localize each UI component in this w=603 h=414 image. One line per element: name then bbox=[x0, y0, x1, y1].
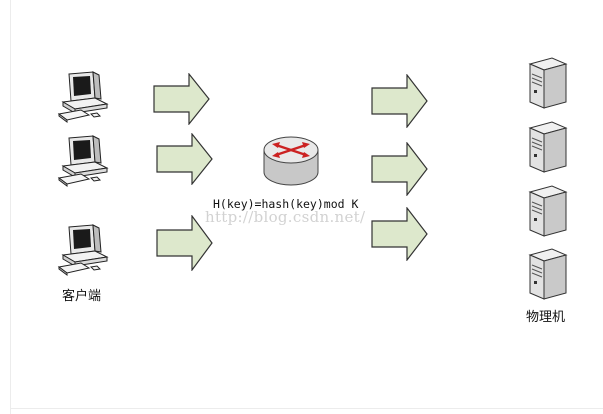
server-tower-icon bbox=[528, 185, 568, 237]
client-computer-1 bbox=[57, 71, 109, 123]
router-icon bbox=[263, 136, 319, 186]
server-tower-icon bbox=[528, 57, 568, 109]
desktop-computer-icon bbox=[57, 224, 109, 276]
physical-server-2 bbox=[528, 121, 568, 173]
server-tower-icon bbox=[528, 121, 568, 173]
client-computer-2 bbox=[57, 135, 109, 187]
desktop-computer-icon bbox=[57, 135, 109, 187]
hash-formula: H(key)=hash(key)mod K bbox=[213, 197, 359, 211]
physical-server-1 bbox=[528, 57, 568, 109]
physical-server-4 bbox=[528, 248, 568, 300]
client-label: 客户端 bbox=[62, 289, 102, 304]
hash-router bbox=[263, 136, 319, 186]
server-tower-icon bbox=[528, 248, 568, 300]
router-to-server-arrow-1 bbox=[371, 74, 428, 128]
server-label: 物理机 bbox=[526, 310, 566, 325]
client-to-router-arrow-1 bbox=[153, 73, 210, 125]
page-bottom-rule bbox=[10, 408, 603, 409]
client-to-router-arrow-3 bbox=[156, 215, 213, 271]
client-to-router-arrow-2 bbox=[156, 133, 213, 185]
router-to-server-arrow-2 bbox=[371, 142, 428, 196]
router-to-server-arrow-3 bbox=[371, 207, 428, 261]
physical-server-3 bbox=[528, 185, 568, 237]
watermark-text: http://blog.csdn.net/ bbox=[205, 208, 366, 226]
desktop-computer-icon bbox=[57, 71, 109, 123]
page-left-rule bbox=[10, 0, 11, 414]
client-computer-3 bbox=[57, 224, 109, 276]
